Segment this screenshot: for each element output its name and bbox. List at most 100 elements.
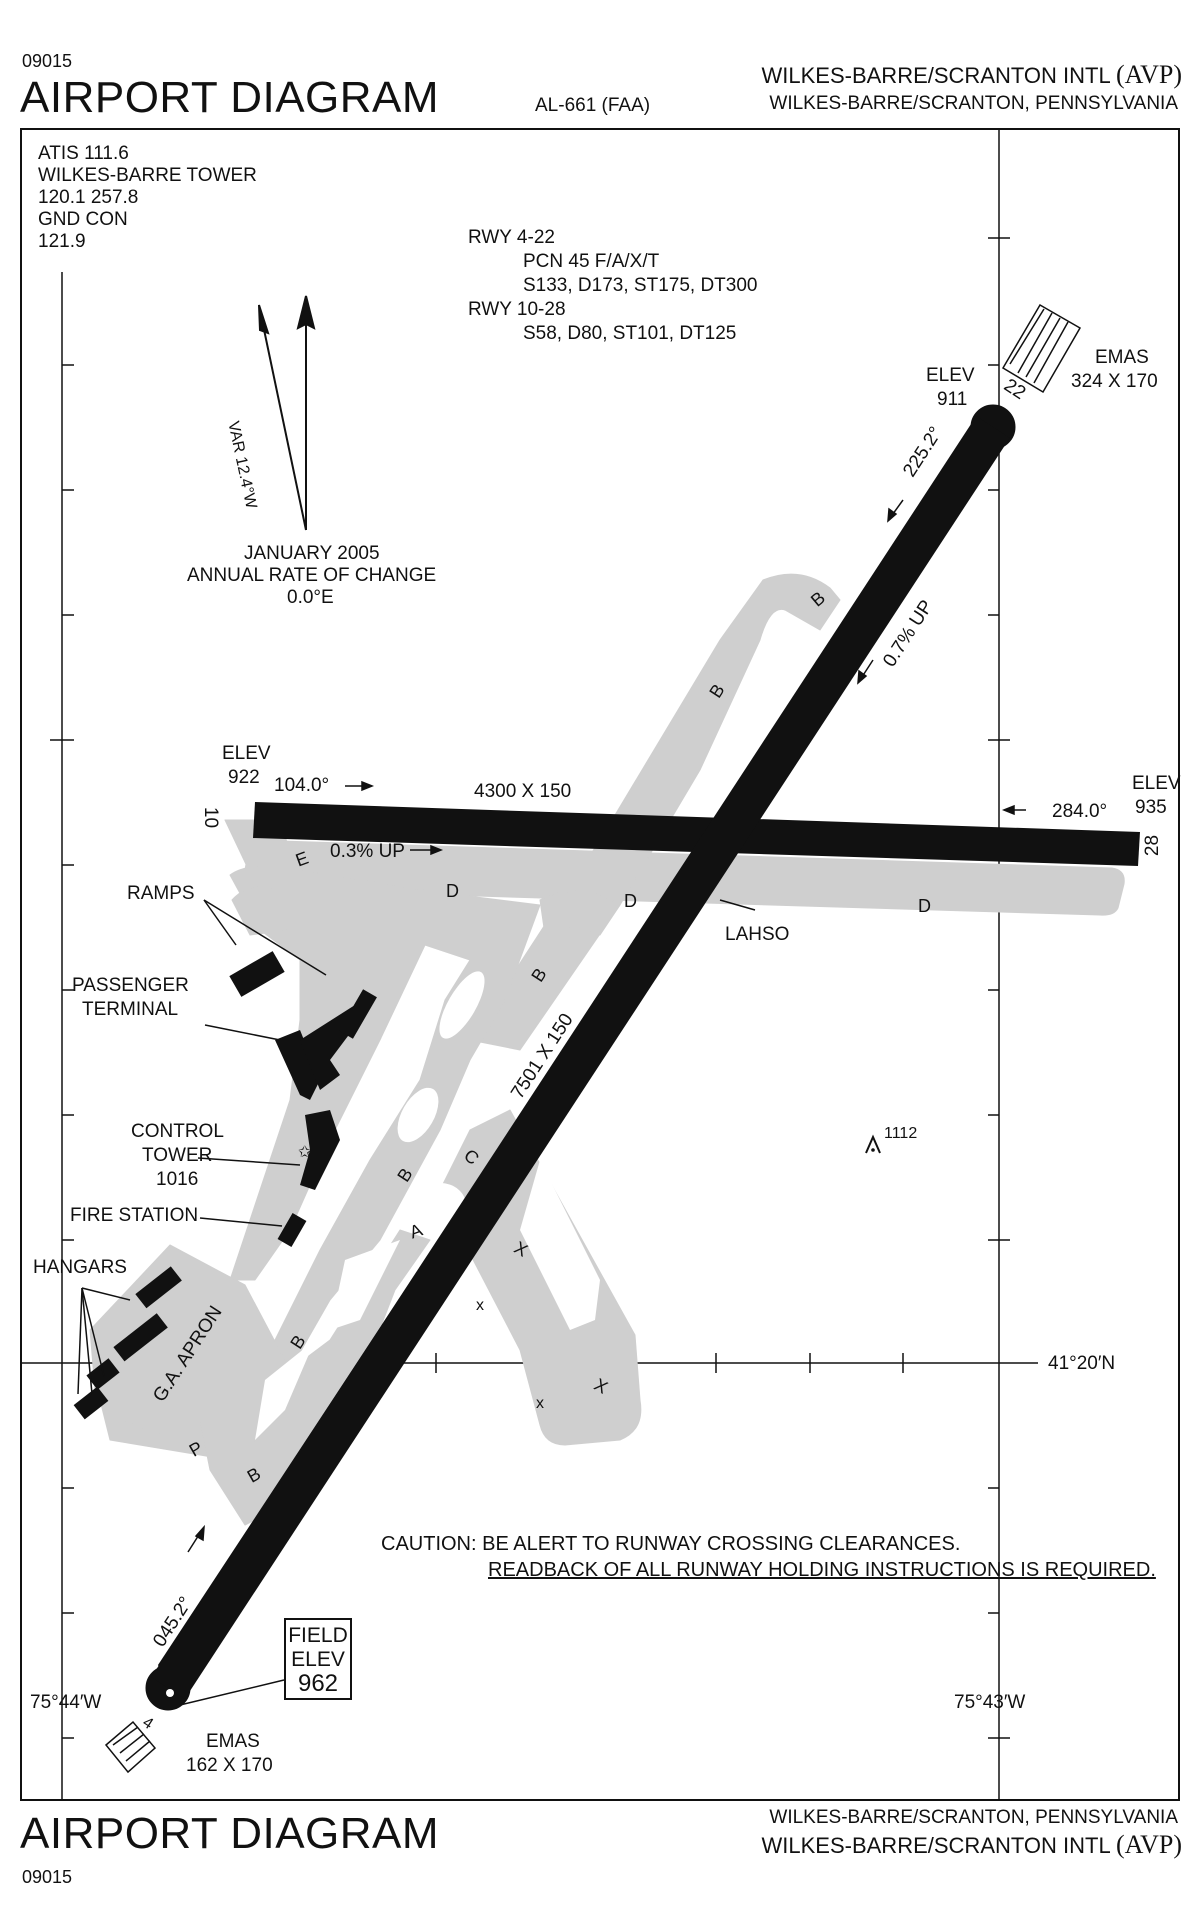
r22-elev: 911	[937, 389, 968, 410]
frequency-line: 121.9	[38, 231, 86, 252]
rwy2-label: RWY 10-28	[468, 299, 566, 320]
control-tower-label-1: CONTROL	[131, 1121, 224, 1142]
longitude-east-label: 75°43′W	[954, 1692, 1026, 1713]
caution-note: CAUTION: BE ALERT TO RUNWAY CROSSING CLE…	[381, 1533, 1156, 1580]
runway-10-28	[253, 802, 1140, 866]
r10-heading: 104.0°	[274, 775, 330, 796]
runways	[145, 404, 1140, 1711]
terminal-north-wing	[339, 989, 377, 1039]
header-code: 09015	[22, 51, 73, 71]
frequency-line: 120.1 257.8	[38, 187, 139, 208]
heading-arrows	[187, 499, 1026, 1553]
latitude-label: 41°20′N	[1048, 1353, 1116, 1374]
magnetic-north-arrowhead	[258, 304, 270, 335]
rwy1-weights: S133, D173, ST175, DT300	[523, 275, 758, 296]
passenger-terminal-label-1: PASSENGER	[72, 975, 189, 996]
field-elev-label-1: FIELD	[288, 1624, 348, 1647]
footer-airport: WILKES-BARRE/SCRANTON INTL (AVP)	[762, 1832, 1183, 1858]
r10-end-label: 10	[200, 806, 222, 829]
magnetic-date: JANUARY 2005	[244, 543, 380, 564]
footer-airport-name: WILKES-BARRE/SCRANTON INTL	[761, 1833, 1110, 1858]
taxiways	[89, 573, 1125, 1526]
obstacle-elevation: 1112	[884, 1125, 918, 1142]
r28-elev-label: ELEV	[1132, 773, 1181, 794]
header-airport-id: (AVP)	[1116, 60, 1182, 89]
field-elev-value: 962	[297, 1670, 339, 1697]
passenger-terminal-label-2: TERMINAL	[82, 999, 179, 1020]
island-6	[520, 1160, 600, 1330]
rwy2-weights: S58, D80, ST101, DT125	[523, 323, 737, 344]
control-tower-elev: 1016	[156, 1169, 199, 1190]
island-1	[439, 971, 485, 1039]
r22-emas: EMAS	[1095, 347, 1149, 368]
runway-4-22-body	[151, 416, 1010, 1699]
frequency-line: ATIS 111.6	[38, 143, 129, 164]
field-elevation-point	[166, 1689, 174, 1697]
taxiway-label-d: D	[918, 896, 931, 916]
header-title: AIRPORT DIAGRAM	[20, 73, 440, 122]
rwy1-pcn: PCN 45 F/A/X/T	[523, 251, 660, 272]
r4-emas-dims: 162 X 170	[186, 1755, 273, 1776]
leader-lines	[77, 899, 756, 1706]
emas-4	[104, 1720, 157, 1774]
header-airport: WILKES-BARRE/SCRANTON INTL (AVP)	[762, 62, 1183, 88]
field-elevation-box: FIELD ELEV 962	[284, 1618, 352, 1700]
taxiway-b-north	[469, 573, 841, 1051]
magnetic-rate-label: ANNUAL RATE OF CHANGE	[187, 565, 437, 586]
control-tower-label-2: TOWER	[142, 1145, 213, 1166]
obstacle-icon	[865, 1134, 881, 1154]
island-2	[397, 1087, 439, 1143]
taxiway-label-d: D	[446, 881, 459, 901]
ramps-label: RAMPS	[127, 883, 195, 904]
control-tower-building	[300, 1110, 340, 1190]
r10-dims: 4300 X 150	[474, 781, 572, 802]
field-elev-label-2: ELEV	[291, 1648, 345, 1671]
magnetic-north-line	[261, 319, 307, 531]
true-north-arrowhead	[296, 295, 316, 330]
passenger-terminal	[275, 1030, 320, 1100]
buildings	[73, 951, 377, 1420]
r28-end-label: 28	[1142, 834, 1164, 857]
apron-islands	[255, 971, 600, 1440]
ramp-building	[229, 951, 285, 997]
caution-line-1: CAUTION: BE ALERT TO RUNWAY CROSSING CLE…	[381, 1533, 961, 1555]
emas-22	[1001, 303, 1082, 394]
fire-station	[277, 1213, 307, 1247]
hangars-label: HANGARS	[33, 1257, 127, 1278]
rwy1-label: RWY 4-22	[468, 227, 555, 248]
footer-code: 09015	[22, 1867, 73, 1887]
island-4	[330, 1240, 400, 1330]
caution-line-2: READBACK OF ALL RUNWAY HOLDING INSTRUCTI…	[488, 1559, 1156, 1581]
r22-elev-label: ELEV	[926, 365, 975, 386]
r28-elev: 935	[1135, 797, 1167, 818]
taxiway-label-x-small: x	[476, 1297, 484, 1314]
island-5	[255, 1340, 315, 1440]
taxiway-label-x-small: x	[536, 1395, 544, 1412]
header-airport-name: WILKES-BARRE/SCRANTON INTL	[761, 63, 1110, 88]
footer-city-state: WILKES-BARRE/SCRANTON, PENNSYLVANIA	[769, 1807, 1178, 1828]
diagram-frame	[20, 128, 1180, 1801]
north-arrows	[258, 295, 316, 531]
hangar-1	[135, 1266, 182, 1309]
r10-elev-label: ELEV	[222, 743, 271, 764]
r4-emas: EMAS	[206, 1731, 260, 1752]
r10-elev: 922	[228, 767, 260, 788]
central-apron	[99, 865, 541, 1511]
r10-slope: 0.3% UP	[330, 841, 405, 862]
frequency-line: GND CON	[38, 209, 128, 230]
ramp-north	[231, 886, 291, 936]
hangar-4	[73, 1386, 109, 1420]
r22-emas-dims: 324 X 170	[1071, 371, 1158, 392]
footer-title: AIRPORT DIAGRAM	[20, 1809, 440, 1858]
longitude-west-label: 75°44′W	[30, 1692, 102, 1713]
taxiway-connector-d-b	[539, 890, 621, 936]
footer-airport-id: (AVP)	[1116, 1830, 1182, 1859]
taxiway-label-d: D	[624, 891, 637, 911]
hangar-2	[113, 1313, 168, 1362]
header-al-number: AL-661 (FAA)	[535, 95, 651, 116]
control-tower-star-icon: ✩	[298, 1144, 312, 1161]
fire-station-label: FIRE STATION	[70, 1205, 199, 1226]
frequency-block: ATIS 111.6 WILKES-BARRE TOWER 120.1 257.…	[38, 143, 257, 253]
lahso-label: LAHSO	[725, 924, 790, 945]
